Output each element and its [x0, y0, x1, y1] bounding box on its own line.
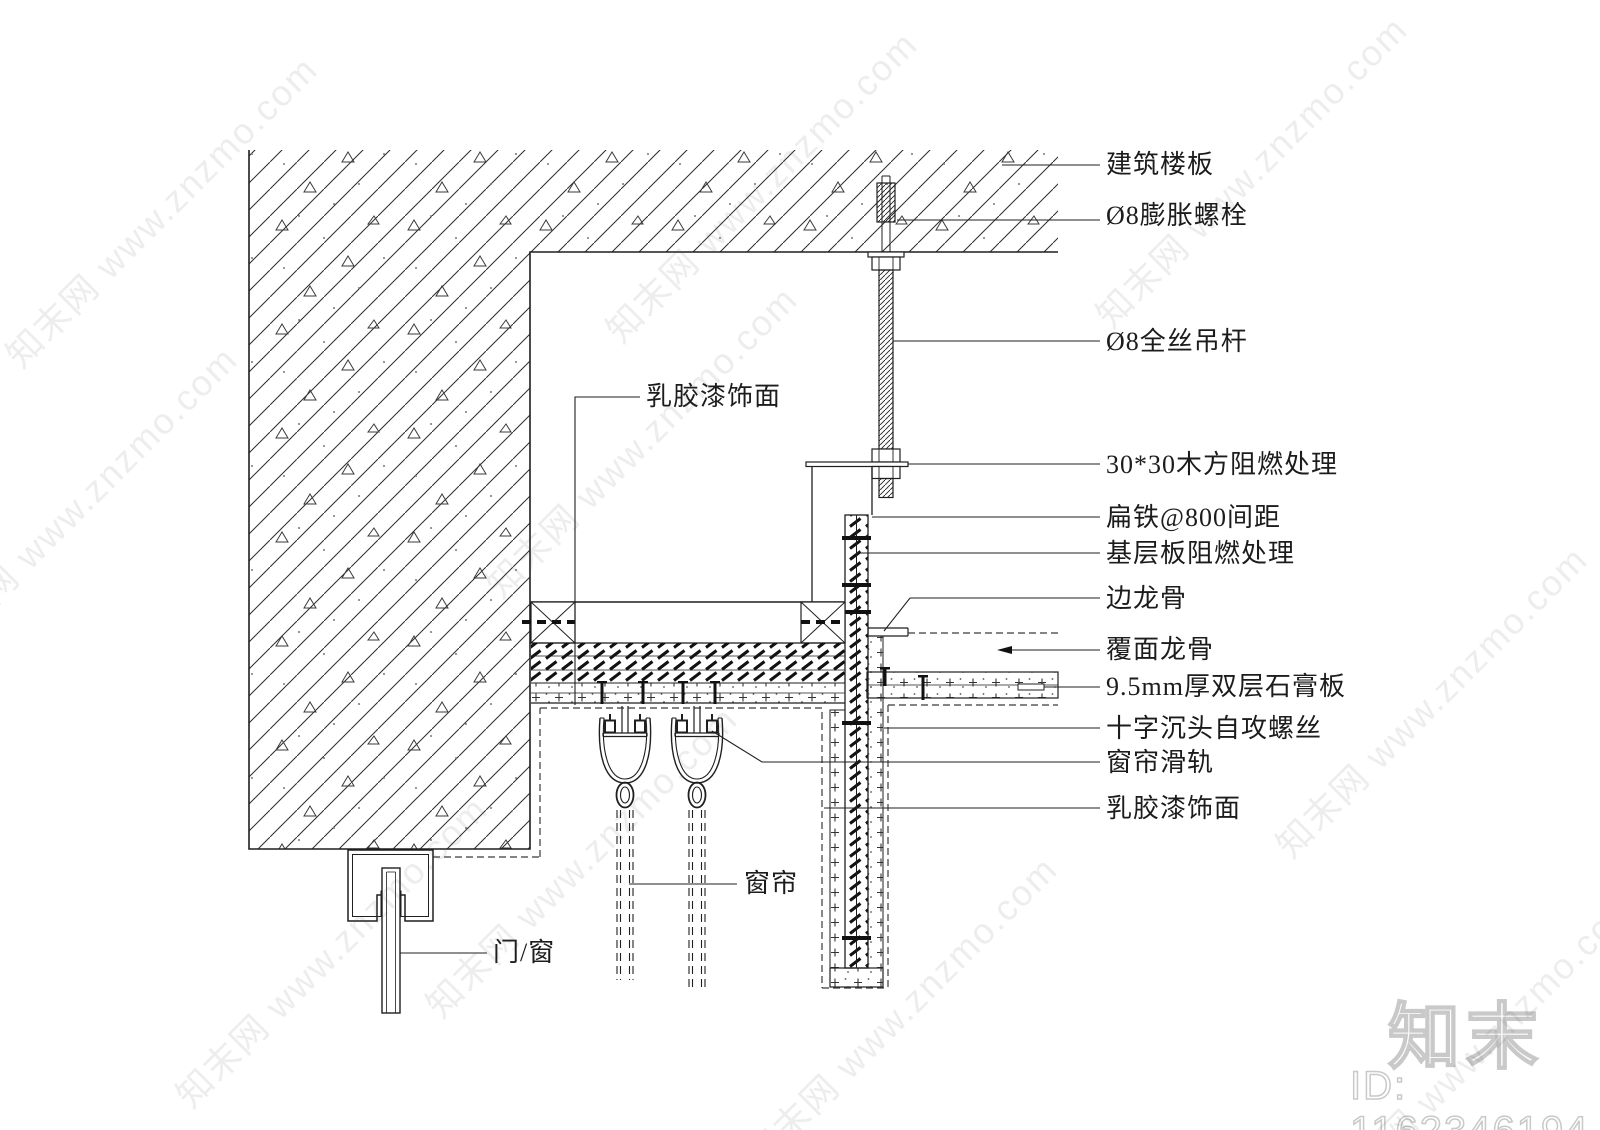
label-door-window: 门/窗	[493, 938, 556, 967]
curtain-track-left	[598, 706, 652, 980]
right-ceiling-assembly	[866, 627, 1059, 706]
label-edge-runner: 边龙骨	[1106, 584, 1188, 613]
label-self-tapping-screw: 十字沉头自攻螺丝	[1106, 714, 1323, 743]
znzmo-id: ID: 1162346194	[1349, 1063, 1588, 1130]
label-hanger-rod: Ø8全丝吊杆	[1106, 327, 1248, 356]
label-base-board: 基层板阻燃处理	[1106, 539, 1296, 568]
label-expansion-bolt: Ø8膨胀螺栓	[1106, 201, 1248, 230]
door-window-frame	[347, 849, 434, 1014]
flat-iron-strap	[811, 466, 873, 602]
curtain-pocket-panel	[829, 514, 884, 988]
curtain-track-right	[670, 706, 724, 991]
concrete-slab-and-wall	[248, 150, 1058, 850]
finish-dashed-outline	[433, 705, 889, 989]
ceiling-screws-right	[880, 667, 928, 700]
ceiling-screws-left	[597, 681, 720, 704]
edge-runner-channel	[867, 627, 909, 637]
expansion-bolt	[867, 175, 905, 271]
panel-screw-ticks	[842, 536, 871, 940]
label-curtain-track: 窗帘滑轨	[1106, 748, 1215, 777]
hanger-rod	[805, 269, 909, 602]
label-curtain: 窗帘	[744, 869, 799, 898]
leader-curtain-track	[711, 730, 1100, 763]
leader-edge-runner	[883, 597, 1100, 632]
curtain-fabric-right	[688, 810, 706, 991]
label-wood-block: 30*30木方阻燃处理	[1106, 450, 1339, 479]
leader-paint-left	[574, 396, 640, 705]
left-ceiling-assembly	[522, 601, 846, 704]
door-window-panel	[381, 867, 401, 1014]
leader-lines	[400, 164, 1100, 954]
label-paint-finish-right: 乳胶漆饰面	[1106, 794, 1242, 823]
label-gypsum-board: 9.5mm厚双层石膏板	[1106, 672, 1346, 701]
label-paint-finish-left: 乳胶漆饰面	[646, 382, 782, 411]
label-building-slab: 建筑楼板	[1106, 150, 1215, 179]
znzmo-logo: 知末	[1387, 997, 1545, 1079]
base-board-band	[531, 643, 845, 683]
curtain-fabric-left	[616, 810, 634, 980]
label-flat-iron: 扁铁@800间距	[1106, 503, 1281, 532]
label-facing-runner: 覆面龙骨	[1106, 635, 1215, 664]
